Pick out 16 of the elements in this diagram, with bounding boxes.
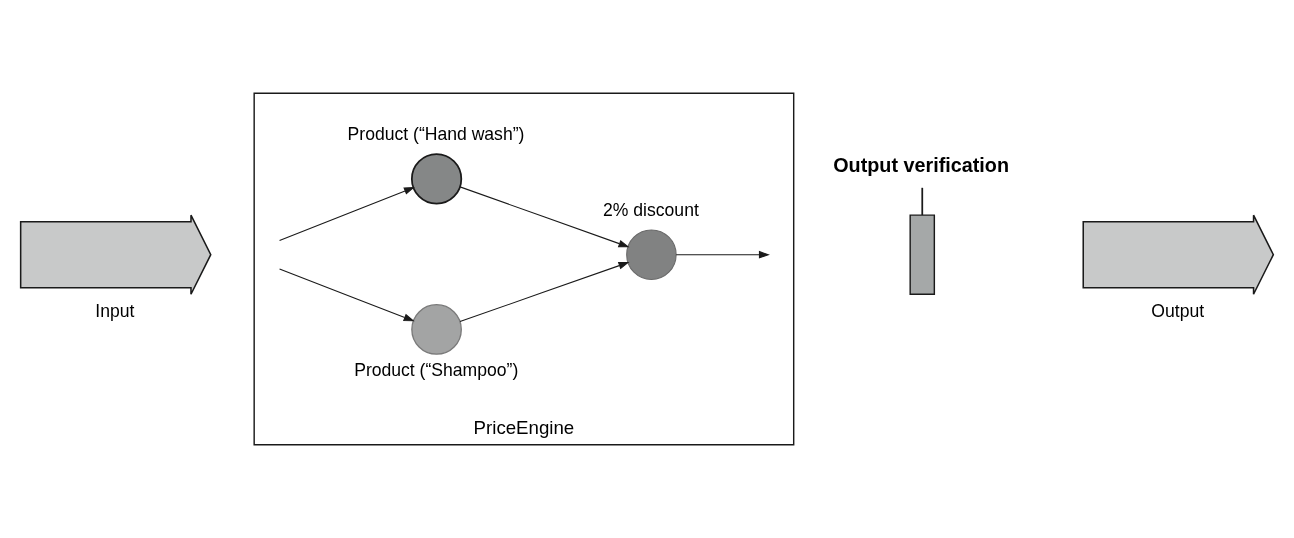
node-circle	[626, 229, 677, 280]
node-label: 2% discount	[603, 200, 699, 221]
arrow	[279, 186, 415, 241]
arrow	[459, 262, 630, 323]
node-circle	[410, 153, 463, 205]
node-label: Product (“Hand wash”)	[347, 124, 525, 145]
node-bar	[909, 214, 936, 295]
node-label: Output	[1151, 301, 1205, 322]
arrow	[279, 268, 415, 322]
node-label: Input	[95, 301, 135, 322]
node-label: Product (“Shampoo”)	[354, 360, 519, 381]
connector	[921, 186, 924, 216]
arrow	[675, 250, 770, 259]
arrow	[459, 186, 630, 248]
node-circle	[411, 304, 462, 355]
node-text: Output verification	[833, 153, 1009, 176]
